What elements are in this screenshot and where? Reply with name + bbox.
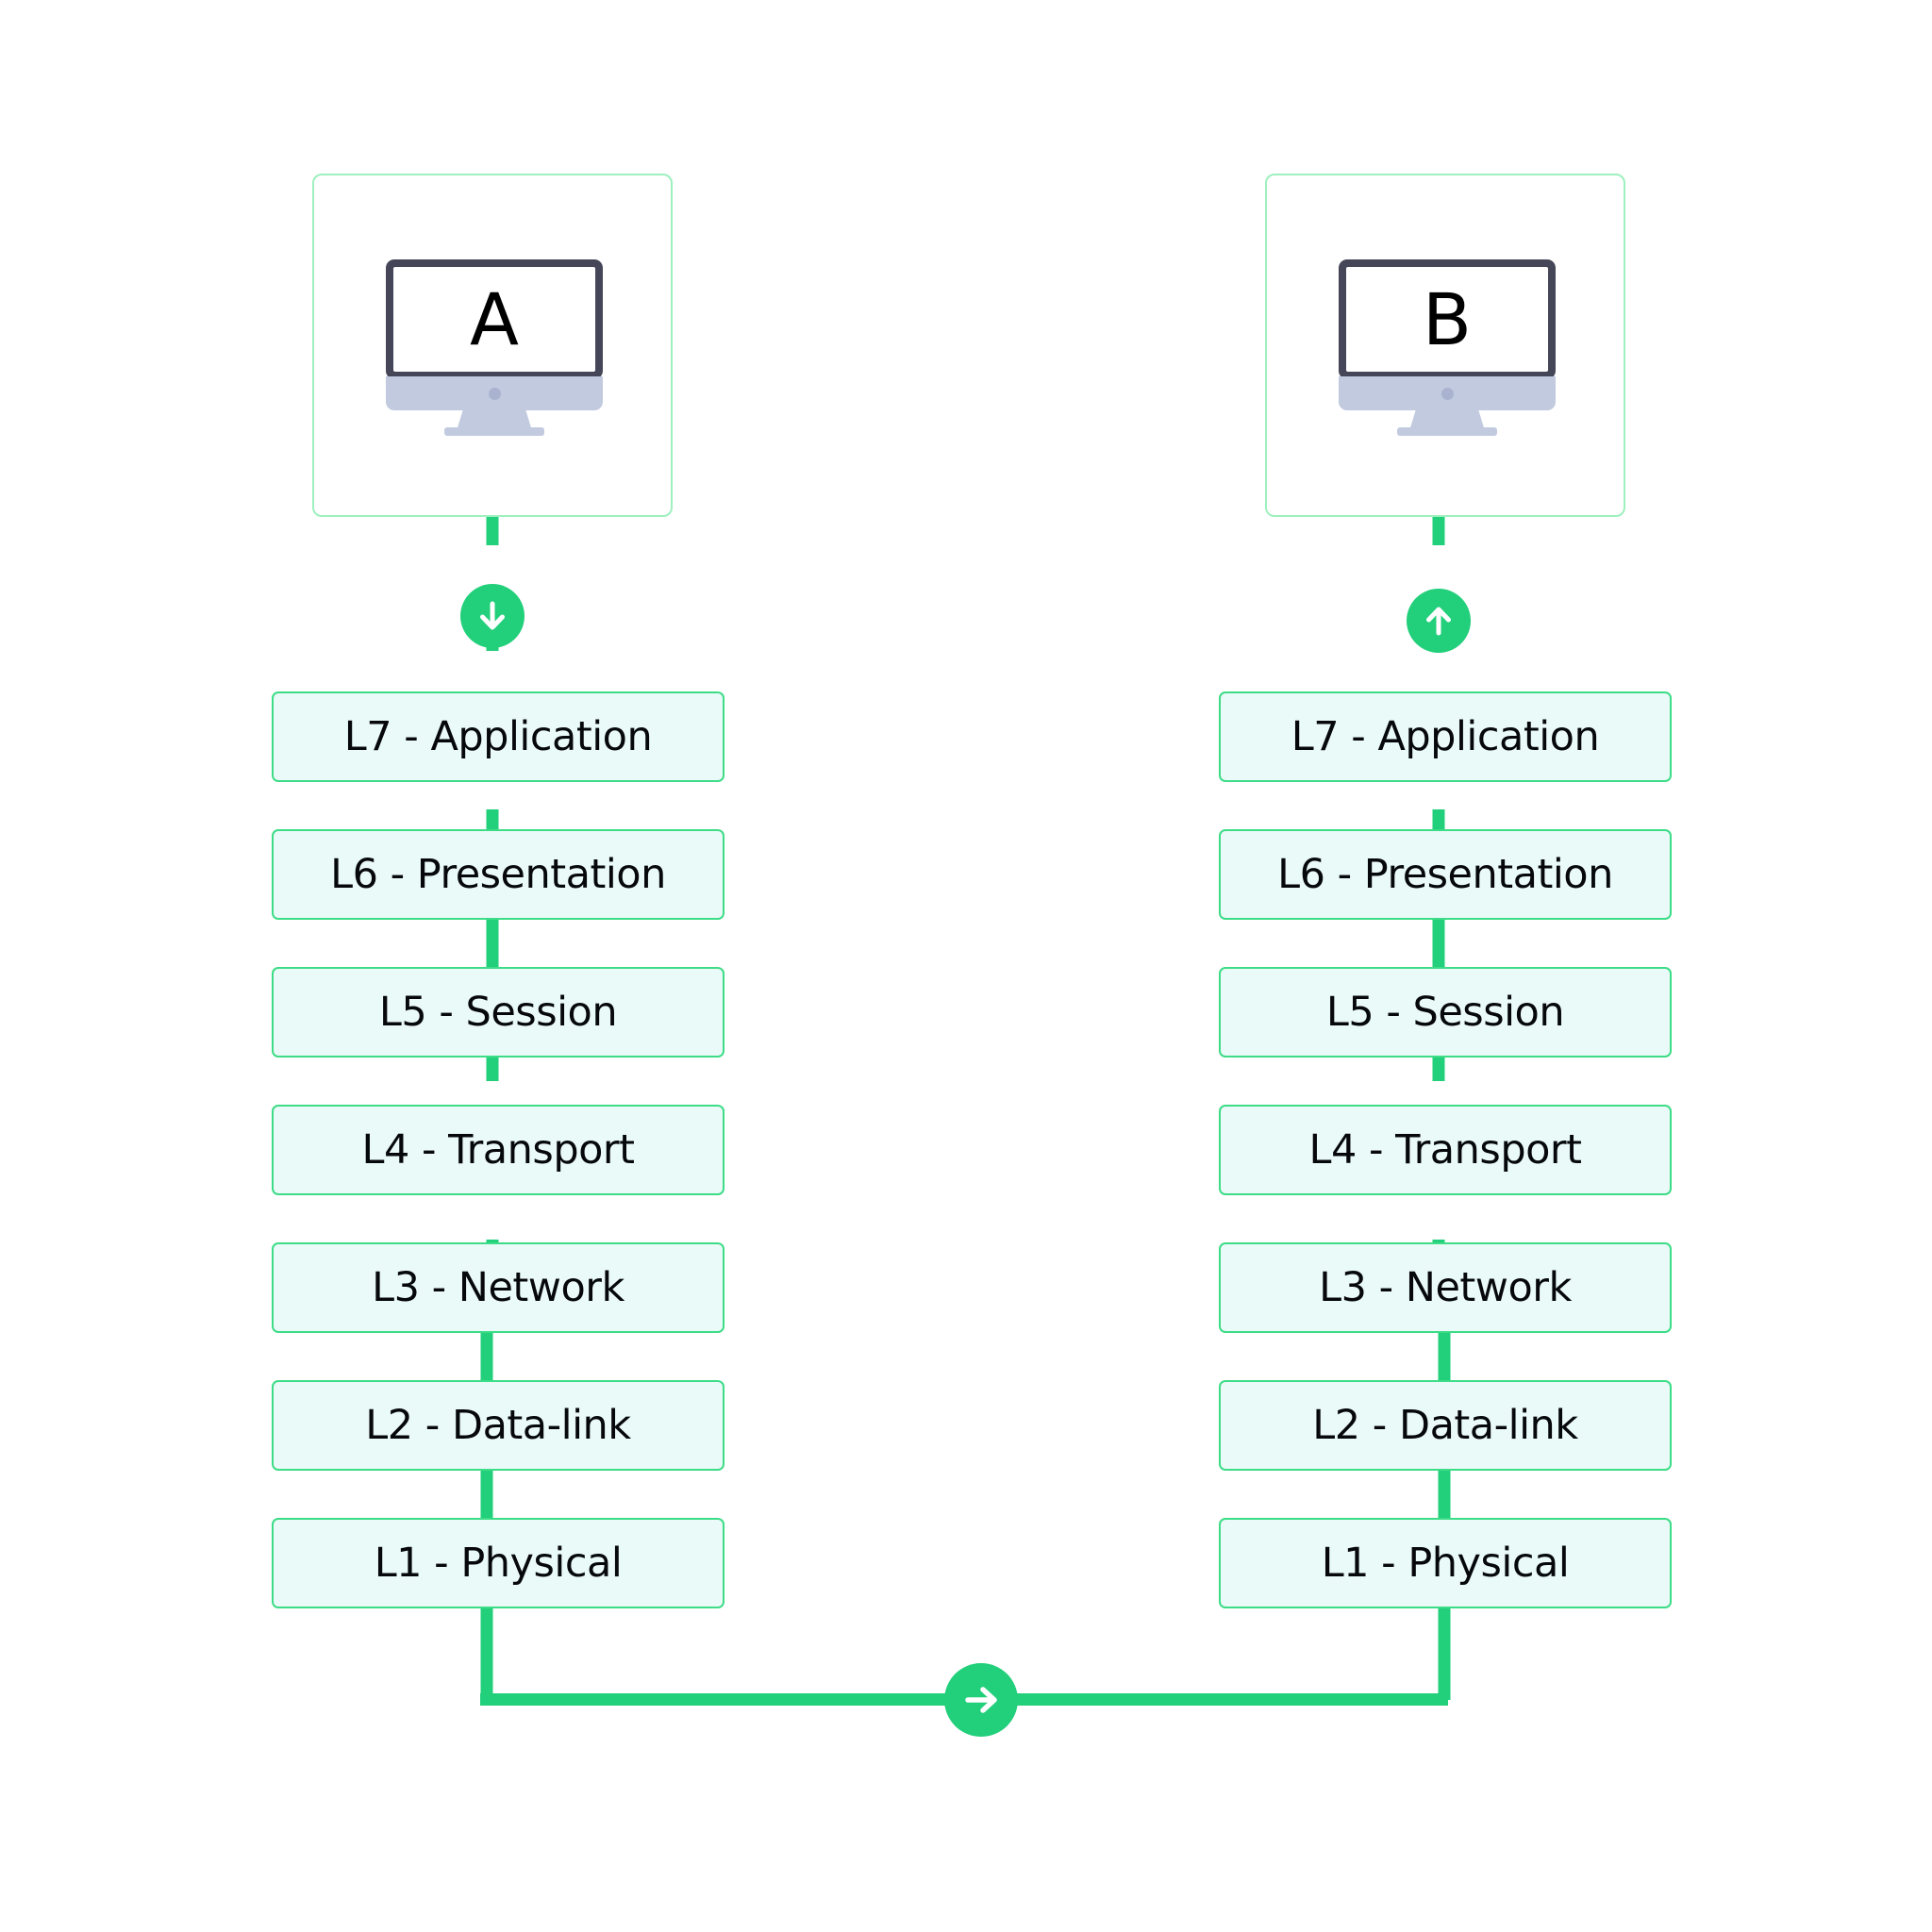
layer-label: L7 - Application [1291, 712, 1600, 760]
monitor-chin [386, 376, 603, 410]
connector-right-l4-l3 [1432, 917, 1445, 974]
arrow-right-icon [965, 1687, 997, 1713]
monitor-screen: A [393, 267, 595, 372]
arrow-right-badge-bottom[interactable] [944, 1663, 1018, 1737]
device-card-a[interactable]: A [312, 174, 673, 517]
layer-label: L3 - Network [1319, 1263, 1572, 1311]
layer-box-left-l3[interactable]: L3 - Network [272, 1242, 724, 1333]
layer-label: L5 - Session [378, 988, 618, 1036]
monitor-power-dot [1441, 388, 1454, 400]
monitor-stand-foot [1397, 427, 1497, 436]
layer-box-left-l2[interactable]: L2 - Data-link [272, 1380, 724, 1471]
arrow-down-icon [480, 601, 505, 630]
layer-label: L3 - Network [372, 1263, 625, 1311]
layer-label: L6 - Presentation [330, 850, 666, 898]
monitor-screen-letter: B [1422, 276, 1473, 361]
monitor-bezel: A [386, 259, 603, 379]
arrow-down-badge-left[interactable] [460, 584, 525, 648]
layer-label: L6 - Presentation [1277, 850, 1613, 898]
arrow-up-badge-right[interactable] [1407, 589, 1471, 653]
layer-label: L5 - Session [1325, 988, 1565, 1036]
monitor-stand-foot [444, 427, 544, 436]
monitor-chin [1339, 376, 1556, 410]
layer-box-right-l7[interactable]: L7 - Application [1219, 691, 1672, 782]
monitor-screen: B [1346, 267, 1548, 372]
layer-label: L2 - Data-link [1312, 1401, 1578, 1449]
device-card-b[interactable]: B [1265, 174, 1625, 517]
layer-label: L4 - Transport [361, 1125, 635, 1174]
monitor-bezel: B [1339, 259, 1556, 379]
layer-box-left-l6[interactable]: L6 - Presentation [272, 829, 724, 920]
layer-label: L1 - Physical [374, 1539, 623, 1587]
connector-left-l4-l3 [486, 917, 499, 974]
desktop-monitor-icon-b: B [1339, 259, 1556, 436]
desktop-monitor-icon-a: A [386, 259, 603, 436]
layer-label: L4 - Transport [1308, 1125, 1582, 1174]
monitor-power-dot [488, 388, 501, 400]
layer-box-right-l4[interactable]: L4 - Transport [1219, 1105, 1672, 1195]
layer-box-right-l5[interactable]: L5 - Session [1219, 967, 1672, 1058]
layer-label: L2 - Data-link [365, 1401, 631, 1449]
monitor-screen-letter: A [470, 276, 519, 361]
layer-box-right-l3[interactable]: L3 - Network [1219, 1242, 1672, 1333]
layer-box-right-l2[interactable]: L2 - Data-link [1219, 1380, 1672, 1471]
arrow-up-icon [1426, 607, 1451, 636]
layer-box-left-l7[interactable]: L7 - Application [272, 691, 724, 782]
layer-box-left-l4[interactable]: L4 - Transport [272, 1105, 724, 1195]
layer-box-right-l1[interactable]: L1 - Physical [1219, 1518, 1672, 1608]
layer-box-right-l6[interactable]: L6 - Presentation [1219, 829, 1672, 920]
layer-box-left-l5[interactable]: L5 - Session [272, 967, 724, 1058]
layer-label: L7 - Application [343, 712, 653, 760]
layer-label: L1 - Physical [1321, 1539, 1570, 1587]
layer-box-left-l1[interactable]: L1 - Physical [272, 1518, 724, 1608]
